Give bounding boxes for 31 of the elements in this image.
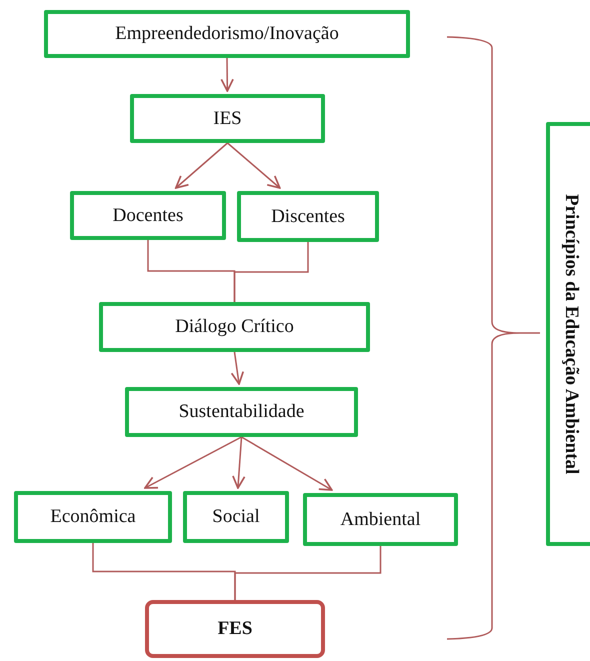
process-box bbox=[70, 191, 226, 240]
node-label: Discentes bbox=[271, 206, 345, 228]
connector-line bbox=[234, 546, 382, 600]
arrow bbox=[232, 436, 246, 489]
result-box bbox=[145, 600, 325, 658]
node-label: FES bbox=[218, 618, 252, 640]
node-label: IES bbox=[213, 108, 242, 130]
node-label: Ambiental bbox=[340, 508, 421, 530]
node-label: Econômica bbox=[50, 506, 136, 528]
node-label: Social bbox=[212, 506, 260, 528]
arrow bbox=[220, 58, 234, 92]
arrow bbox=[230, 352, 244, 385]
process-box bbox=[546, 122, 590, 546]
process-box bbox=[130, 94, 325, 143]
arrow bbox=[144, 436, 242, 489]
arrow bbox=[241, 436, 333, 491]
node-label: Empreendedorismo/Inovação bbox=[115, 23, 339, 45]
node-label: Diálogo Crítico bbox=[175, 316, 294, 338]
node-label: Docentes bbox=[112, 204, 184, 226]
process-box bbox=[14, 491, 172, 543]
process-box bbox=[183, 491, 289, 543]
connector-line bbox=[234, 242, 309, 302]
node-label: Sustentabilidade bbox=[178, 401, 304, 423]
arrow bbox=[227, 142, 281, 189]
arrow bbox=[174, 142, 228, 189]
process-box bbox=[237, 191, 379, 242]
process-box bbox=[44, 10, 410, 58]
process-box bbox=[99, 302, 370, 352]
node-label: Princípios da Educação Ambiental bbox=[560, 194, 582, 474]
process-box bbox=[125, 387, 358, 437]
process-box bbox=[303, 493, 458, 546]
